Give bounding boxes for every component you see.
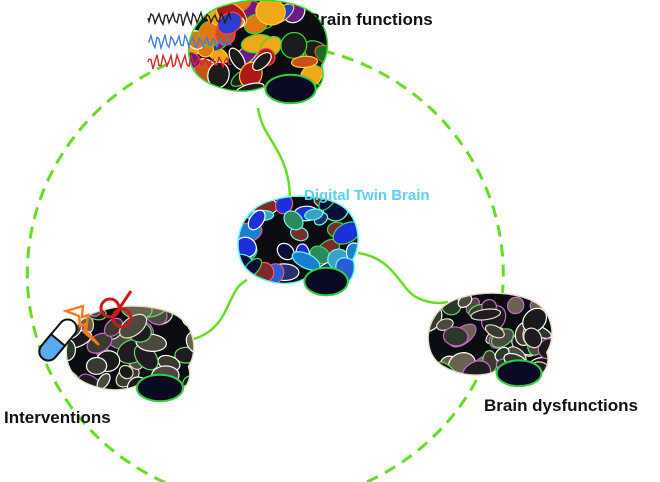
brain-outline	[65, 305, 195, 397]
brain-parcel	[506, 296, 525, 315]
cerebellum	[135, 373, 185, 403]
brain-parcel	[290, 55, 319, 69]
brain-parcel	[85, 356, 108, 375]
cerebellum	[495, 359, 543, 388]
brain-parcel	[280, 31, 308, 59]
link-twin-to-functions	[256, 107, 292, 201]
interventions-label: Interventions	[4, 408, 111, 427]
blue-signal-trace	[147, 33, 232, 51]
brain-parcel	[188, 88, 210, 98]
brain-parcel	[118, 364, 134, 380]
brain-parcel	[484, 324, 505, 339]
brain-parcel	[200, 0, 218, 8]
link-twin-to-interventions	[189, 278, 248, 342]
brain-parcel	[304, 208, 324, 221]
brain-parcel	[103, 317, 124, 337]
brain-parcel	[188, 91, 201, 98]
cycle-dashed-circle	[25, 46, 505, 482]
brain-outline	[427, 292, 553, 382]
brain-parcel	[118, 313, 148, 339]
stimulation-coil-icon	[99, 290, 133, 329]
brain-outline	[187, 0, 329, 99]
cerebellum	[303, 266, 349, 297]
brain-dysfunctions-label: Brain dysfunctions	[484, 396, 638, 415]
brain-parcel	[332, 221, 359, 245]
brain-parcel	[247, 209, 266, 231]
brain-parcel	[234, 89, 269, 98]
brain-functions-label: Brain functions	[308, 10, 433, 29]
digital-twin-brain-node	[237, 195, 359, 297]
brain-parcel	[283, 210, 304, 231]
black-signal-trace	[147, 10, 232, 27]
brain-dysfunctions-brain-node	[427, 292, 553, 388]
interventions-brain-node	[65, 305, 195, 403]
brain-parcel	[523, 327, 543, 349]
brain-parcel	[470, 308, 502, 321]
brain-parcel	[185, 331, 194, 355]
lightning-icon	[62, 304, 100, 346]
brain-parcel	[252, 52, 272, 71]
digital-twin-brain-label: Digital Twin Brain	[304, 187, 430, 204]
link-twin-to-dysfunctions	[357, 251, 449, 305]
red-signal-trace	[147, 52, 232, 70]
brain-parcel	[188, 81, 207, 98]
pill-icon	[38, 318, 78, 362]
brain-parcel	[67, 382, 92, 396]
brain-parcel	[442, 326, 469, 347]
cerebellum	[264, 73, 317, 105]
brain-parcel	[255, 0, 286, 26]
eeg-signals	[147, 10, 232, 70]
brain-outline	[237, 195, 359, 291]
